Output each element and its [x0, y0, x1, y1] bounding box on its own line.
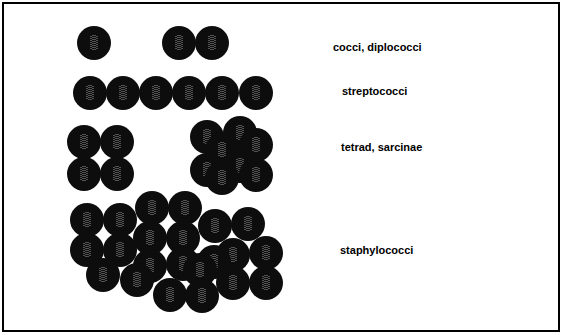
arrangement-label: streptococci: [342, 85, 407, 97]
staphylococci-cluster: [70, 191, 283, 313]
frame-border: [3, 3, 559, 331]
tetrad-group: [67, 125, 134, 191]
label-holder: tetrad, sarcinae: [341, 137, 422, 155]
arrangement-label: staphylococci: [340, 244, 413, 256]
cocci-group: [77, 26, 229, 60]
label-holder: cocci, diplococci: [333, 37, 422, 55]
streptococci-chain: [73, 76, 273, 110]
label-holder: streptococci: [342, 81, 407, 99]
sarcinae-cube: [190, 116, 273, 195]
arrangement-label: tetrad, sarcinae: [341, 141, 422, 153]
arrangement-label: cocci, diplococci: [333, 41, 422, 53]
label-holder: staphylococci: [340, 240, 413, 258]
